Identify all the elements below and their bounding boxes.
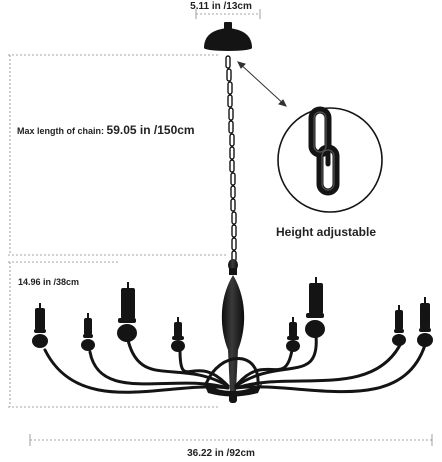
- canopy: [204, 22, 252, 51]
- chain-closeup-icon: [277, 106, 383, 213]
- chain: [225, 55, 237, 262]
- arm-height-label: 14.96 in /38cm: [18, 277, 80, 287]
- dimension-lines: [8, 9, 433, 446]
- chain-length-caption: Max length of chain:: [17, 126, 105, 136]
- canopy-width-label: 5.11 in /13cm: [190, 1, 252, 12]
- chain-length-label: Max length of chain: 59.05 in /150cm: [17, 124, 195, 136]
- center-column: [204, 259, 262, 403]
- leader-line: [237, 61, 287, 107]
- candle-cups: [32, 277, 433, 352]
- overall-width-label: 36.22 in /92cm: [187, 448, 255, 459]
- height-adjustable-label: Height adjustable: [276, 225, 377, 239]
- chandelier-arms: [43, 334, 427, 394]
- chain-length-value: 59.05 in /150cm: [106, 123, 195, 137]
